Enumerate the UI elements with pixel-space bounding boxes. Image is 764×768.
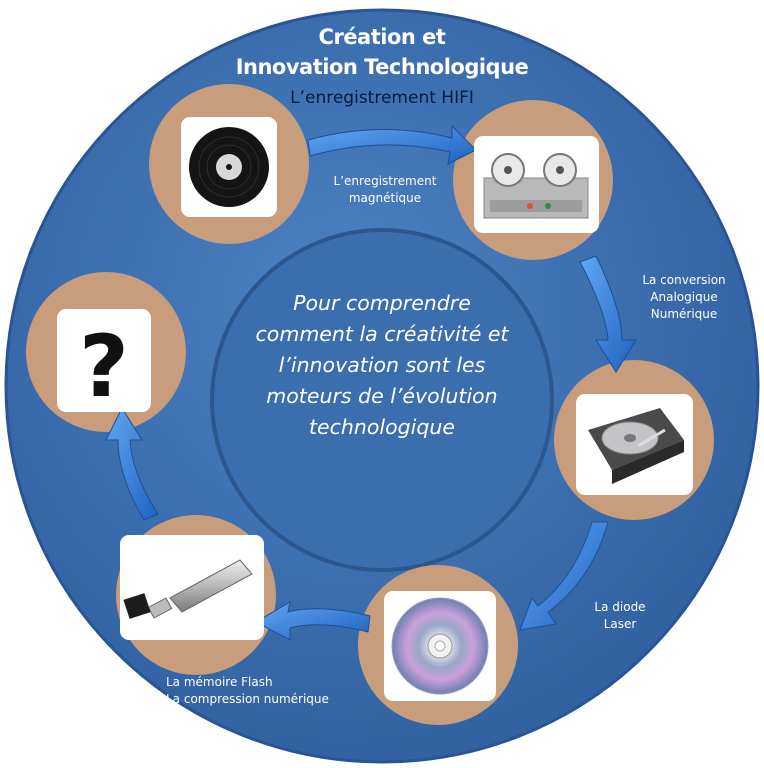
label-conversion: La conversion Analogique Numérique bbox=[642, 273, 726, 321]
compact-disc-icon bbox=[384, 591, 496, 701]
arrow-tape-to-hdd bbox=[579, 255, 637, 373]
arrow-hdd-to-cd bbox=[519, 521, 609, 631]
subtitle: L’enregistrement HIFI bbox=[290, 88, 474, 108]
title-line-1: Création et bbox=[318, 25, 446, 49]
label-magnetique: L’enregistrement magnétique bbox=[333, 174, 437, 205]
center-text: Pour comprendre comment la créativité et… bbox=[255, 291, 509, 439]
vinyl-record-icon bbox=[181, 117, 277, 217]
title-line-2: Innovation Technologique bbox=[235, 55, 529, 79]
question-mark-symbol: ? bbox=[79, 317, 129, 417]
hard-disk-drive-icon bbox=[576, 394, 693, 495]
usb-flash-drive-icon bbox=[120, 535, 264, 640]
center-circle bbox=[210, 228, 554, 572]
label-flash: La mémoire Flash La compression numériqu… bbox=[166, 675, 329, 706]
reel-to-reel-tape-recorder-icon bbox=[474, 136, 599, 233]
label-laser: La diode Laser bbox=[594, 600, 646, 631]
question-mark-icon: ? bbox=[57, 309, 151, 417]
